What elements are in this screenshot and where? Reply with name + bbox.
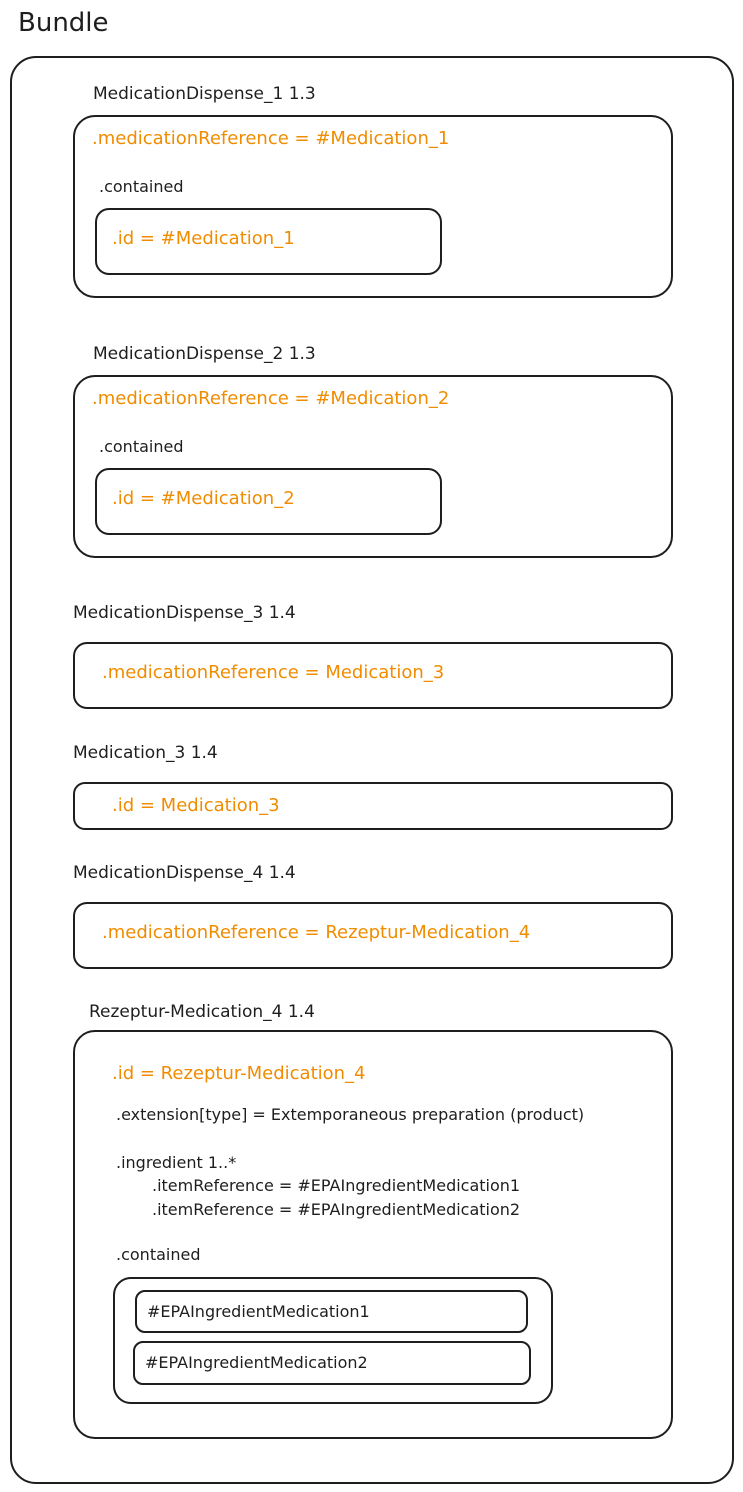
bundle-title: Bundle: [18, 8, 109, 38]
rezeptur-medication-4-ingredient: .ingredient 1..*: [116, 1153, 237, 1172]
bundle-container: [10, 56, 734, 1484]
medication-3-id: .id = Medication_3: [112, 795, 280, 816]
rezeptur-medication-4-item-reference-1: .itemReference = #EPAIngredientMedicatio…: [152, 1176, 521, 1195]
medication-dispense-1-contained-label: .contained: [99, 177, 184, 196]
rezeptur-contained-box: [113, 1277, 553, 1404]
medication-dispense-2-box: [73, 375, 673, 558]
rezeptur-medication-4-id: .id = Rezeptur-Medication_4: [112, 1063, 366, 1084]
medication-dispense-4-reference: .medicationReference = Rezeptur-Medicati…: [102, 922, 531, 943]
medication-3-box: [73, 782, 673, 830]
medication-3-label: Medication_3 1.4: [73, 743, 218, 763]
ingredient-medication-1: #EPAIngredientMedication1: [147, 1302, 370, 1321]
medication-dispense-3-box: [73, 642, 673, 709]
medication-dispense-2-reference: .medicationReference = #Medication_2: [92, 388, 450, 409]
ingredient-medication-2-box: [133, 1341, 531, 1385]
ingredient-medication-1-box: [135, 1290, 528, 1333]
medication-1-id: .id = #Medication_1: [112, 228, 295, 249]
ingredient-medication-2: #EPAIngredientMedication2: [145, 1353, 368, 1372]
medication-dispense-3-label: MedicationDispense_3 1.4: [73, 603, 296, 623]
medication-2-id: .id = #Medication_2: [112, 488, 295, 509]
medication-dispense-2-contained-label: .contained: [99, 437, 184, 456]
rezeptur-medication-4-item-reference-2: .itemReference = #EPAIngredientMedicatio…: [152, 1200, 521, 1219]
medication-dispense-1-reference: .medicationReference = #Medication_1: [92, 128, 450, 149]
medication-dispense-1-label: MedicationDispense_1 1.3: [93, 84, 316, 104]
rezeptur-medication-4-extension: .extension[type] = Extemporaneous prepar…: [116, 1105, 585, 1124]
medication-dispense-2-label: MedicationDispense_2 1.3: [93, 344, 316, 364]
medication-dispense-1-box: [73, 115, 673, 298]
medication-dispense-4-label: MedicationDispense_4 1.4: [73, 863, 296, 883]
rezeptur-medication-4-contained-label: .contained: [116, 1245, 201, 1264]
medication-dispense-3-reference: .medicationReference = Medication_3: [102, 662, 445, 683]
rezeptur-medication-4-label: Rezeptur-Medication_4 1.4: [89, 1002, 315, 1022]
rezeptur-medication-4-box: [73, 1030, 673, 1439]
medication-1-contained-box: [95, 208, 442, 275]
medication-dispense-4-box: [73, 902, 673, 969]
medication-2-contained-box: [95, 468, 442, 535]
